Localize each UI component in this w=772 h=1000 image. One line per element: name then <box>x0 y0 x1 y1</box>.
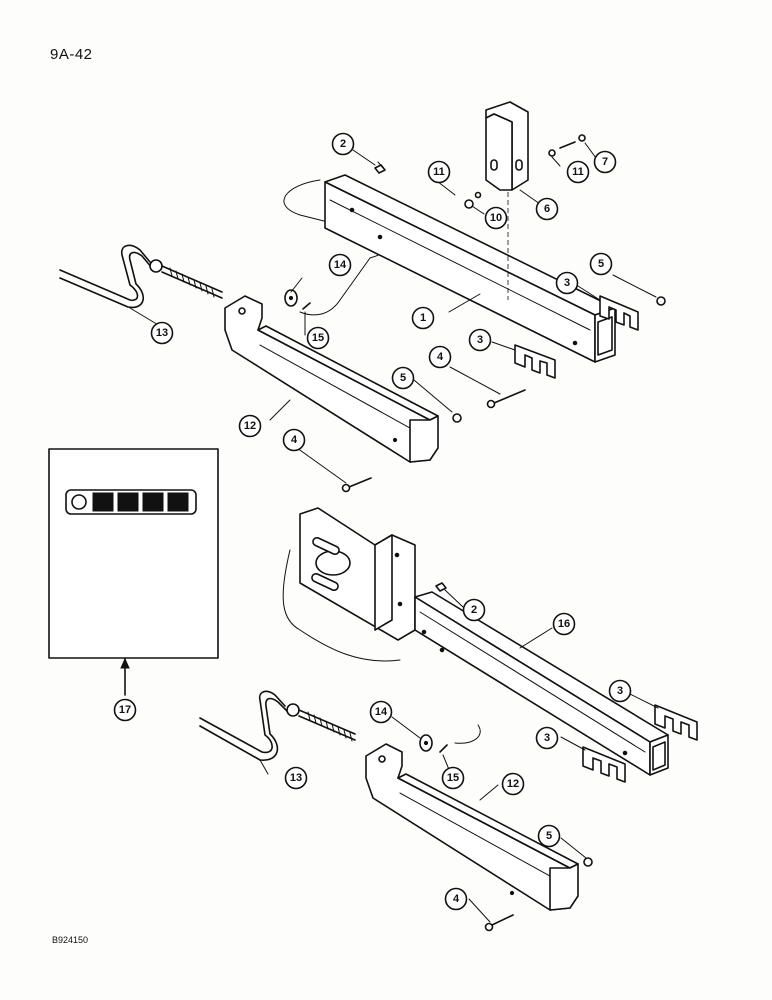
callout-3-d: 3 <box>535 726 559 750</box>
figure-code: B924150 <box>52 935 89 945</box>
callout-4-a-label: 4 <box>437 351 444 363</box>
callout-11-a: 11 <box>427 160 451 184</box>
lower-outline-curve <box>282 549 401 662</box>
callout-3-a-label: 3 <box>564 277 570 289</box>
callout-4-c-label: 4 <box>453 893 460 905</box>
shim-part-3-upper-right <box>599 295 639 331</box>
washer-part-14-lower <box>419 734 433 752</box>
callout-5-a-label: 5 <box>598 258 604 270</box>
callout-13-a: 13 <box>150 321 174 345</box>
bolt-part-7 <box>548 134 586 157</box>
callout-5-c-label: 5 <box>546 830 552 842</box>
callout-15-b: 15 <box>441 766 465 790</box>
callout-12-a-label: 12 <box>244 420 256 432</box>
shim-part-3-lower-right <box>654 704 698 741</box>
callout-7: 7 <box>593 150 617 174</box>
grease-fitting-part-2-upper <box>374 161 386 174</box>
bolt-part-4-lower <box>484 914 514 932</box>
callout-13-b: 13 <box>284 766 308 790</box>
callout-14-b-label: 14 <box>375 706 388 718</box>
callout-11-b: 11 <box>566 160 590 184</box>
crank-rod-part-13-lower <box>199 690 356 761</box>
callout-16: 16 <box>552 612 576 636</box>
mount-bracket-part-12-upper <box>224 295 439 463</box>
mount-bracket-part-12-lower <box>365 743 579 911</box>
shim-part-3-lower-left <box>582 746 626 783</box>
callout-11-b-label: 11 <box>572 166 584 178</box>
callout-3-d-label: 3 <box>544 732 550 744</box>
callout-5-c: 5 <box>537 824 561 848</box>
u-bracket-part-6 <box>485 101 529 191</box>
callout-5-b-label: 5 <box>400 372 406 384</box>
callout-17: 17 <box>113 698 137 722</box>
callout-14-a-label: 14 <box>334 259 347 271</box>
callout-15-b-label: 15 <box>447 772 459 784</box>
grease-fitting-part-2-lower <box>435 582 447 592</box>
callout-17-label: 17 <box>119 704 131 716</box>
callout-4-b-label: 4 <box>291 434 298 446</box>
bolt-part-4-upper-b <box>341 477 372 493</box>
pin-part-15-lower <box>439 744 448 753</box>
callout-3-c-label: 3 <box>617 685 623 697</box>
callout-7-label: 7 <box>602 156 608 168</box>
decal-sheet-part-17 <box>48 448 219 696</box>
callout-4-a: 4 <box>428 345 452 369</box>
callout-2-upper-label: 2 <box>340 138 346 150</box>
crank-rod-part-13-upper <box>59 244 223 309</box>
callout-10: 10 <box>484 206 508 230</box>
nut-part-5-upper-left <box>452 413 462 423</box>
leader-lines <box>129 142 659 923</box>
callout-2-lower: 2 <box>462 598 486 622</box>
callout-3-c: 3 <box>608 679 632 703</box>
callout-6: 6 <box>535 197 559 221</box>
shim-part-3-upper-left <box>514 344 556 379</box>
nut-part-5-upper-right <box>656 296 666 306</box>
bolt-part-4-upper-a <box>486 389 526 409</box>
callout-1-label: 1 <box>420 312 426 324</box>
callout-10-label: 10 <box>490 212 502 224</box>
callout-15-a: 15 <box>306 326 330 350</box>
callout-14-b: 14 <box>369 700 393 724</box>
callout-6-label: 6 <box>544 203 550 215</box>
upper-outline-curve <box>283 179 329 223</box>
nut-part-10 <box>464 191 482 209</box>
callout-16-label: 16 <box>558 618 570 630</box>
callout-4-b: 4 <box>282 428 306 452</box>
callout-13-a-label: 13 <box>156 327 168 339</box>
callout-11-a-label: 11 <box>433 166 445 178</box>
callout-3-a: 3 <box>555 271 579 295</box>
callout-12-b: 12 <box>501 772 525 796</box>
callout-12-b-label: 12 <box>507 778 519 790</box>
nut-part-5-lower <box>583 857 593 867</box>
callout-4-c: 4 <box>444 887 468 911</box>
callout-5-a: 5 <box>589 252 613 276</box>
callout-13-b-label: 13 <box>290 772 302 784</box>
callout-3-b-label: 3 <box>477 334 483 346</box>
callout-1: 1 <box>411 306 435 330</box>
callout-3-b: 3 <box>468 328 492 352</box>
callout-5-b: 5 <box>391 366 415 390</box>
lower-pin-curve <box>454 724 481 744</box>
washer-part-14-upper <box>284 289 298 307</box>
pin-part-15-upper <box>302 302 311 310</box>
callout-2-upper: 2 <box>331 132 355 156</box>
callout-2-lower-label: 2 <box>471 604 477 616</box>
callout-12-a: 12 <box>238 414 262 438</box>
callout-14-a: 14 <box>328 253 352 277</box>
plate-tube-part-16 <box>299 507 669 776</box>
page-number: 9A-42 <box>50 46 93 63</box>
callout-15-a-label: 15 <box>312 332 324 344</box>
